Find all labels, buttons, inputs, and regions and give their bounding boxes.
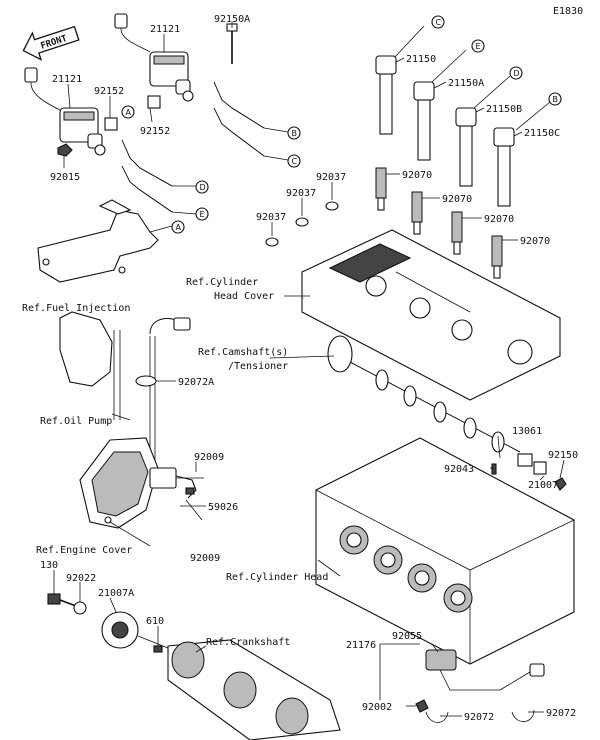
svg-text:C: C [292, 157, 298, 166]
part-number-92072-left: 92072 [464, 712, 494, 723]
oil-pump-assembly [59, 311, 191, 468]
callout-c-cap: C [431, 15, 445, 29]
part-number-92043: 92043 [444, 464, 474, 475]
callout-b-coil: B [287, 126, 301, 140]
ref-crankshaft: Ref.Crankshaft [206, 637, 290, 648]
svg-text:C: C [436, 18, 442, 27]
part-number-21121-upper: 21121 [150, 24, 180, 35]
ref-engine-cover: Ref.Engine Cover [36, 545, 132, 556]
svg-text:E: E [200, 210, 205, 219]
svg-text:A: A [126, 108, 132, 117]
part-number-21150: 21150 [406, 54, 436, 65]
part-number-92070-b: 92070 [442, 194, 472, 205]
callout-e-cap: E [471, 39, 485, 53]
part-number-59026: 59026 [208, 502, 238, 513]
ref-oil-pump: Ref.Oil Pump [40, 416, 112, 427]
part-number-92072a: 92072A [178, 377, 214, 388]
part-number-92009-top: 92009 [194, 452, 224, 463]
part-number-92150: 92150 [548, 450, 578, 461]
bolt-92150a [226, 23, 238, 64]
leader-lines [53, 22, 565, 717]
ignition-coil-upper [114, 13, 194, 102]
part-number-13061: 13061 [512, 426, 542, 437]
part-number-92015: 92015 [50, 172, 80, 183]
part-number-92055: 92055 [392, 631, 422, 642]
ref-camshaft-line1: Ref.Camshaft(s) [198, 347, 288, 358]
svg-text:B: B [553, 95, 559, 104]
collar-92152-left [104, 117, 118, 131]
part-number-21176: 21176 [346, 640, 376, 651]
part-number-21007a: 21007A [98, 588, 134, 599]
part-number-21150c: 21150C [524, 128, 560, 139]
timing-rotor-21007a [101, 611, 169, 653]
callout-e-coil: E [195, 207, 209, 221]
cylinder-head-cover [301, 229, 561, 401]
part-number-92152-right: 92152 [140, 126, 170, 137]
ignition-coil-lower [24, 67, 106, 156]
part-number-92037-mid: 92037 [286, 188, 316, 199]
ref-cylinder-head-cover-line1: Ref.Cylinder [186, 277, 258, 288]
cylinder-head [315, 437, 575, 665]
callout-a-top: A [121, 105, 135, 119]
svg-text:A: A [176, 223, 182, 232]
part-number-21150b: 21150B [486, 104, 522, 115]
part-number-92070-c: 92070 [484, 214, 514, 225]
ref-cylinder-head-cover-line2: Head Cover [214, 291, 274, 302]
engine-cover [79, 437, 159, 529]
cam-sensor-assembly [415, 649, 545, 723]
timing-rotor-parts [491, 453, 567, 491]
bolt-130 [47, 593, 77, 607]
part-number-610: 610 [146, 616, 164, 627]
callout-b-cap: B [548, 92, 562, 106]
diagram-id: E1830 [553, 6, 583, 17]
fuel-injection-bracket [37, 199, 173, 283]
part-number-92009-bottom: 92009 [190, 553, 220, 564]
ref-camshaft-line2: /Tensioner [228, 361, 288, 372]
svg-text:B: B [292, 129, 298, 138]
svg-text:D: D [514, 69, 520, 78]
part-number-130: 130 [40, 560, 58, 571]
part-number-92002: 92002 [362, 702, 392, 713]
part-number-92152-left: 92152 [94, 86, 124, 97]
svg-text:E: E [476, 42, 481, 51]
callout-d-coil: D [195, 180, 209, 194]
part-number-92022: 92022 [66, 573, 96, 584]
spark-plugs [375, 167, 503, 279]
front-arrow-icon: FRONT [22, 25, 80, 61]
clamps-92037 [265, 201, 339, 247]
coil-leads [121, 81, 289, 215]
crankshaft [167, 639, 341, 740]
ref-cylinder-head: Ref.Cylinder Head [226, 572, 328, 583]
ref-fuel-injection: Ref.Fuel Injection [22, 303, 130, 314]
bolt-92015 [57, 143, 73, 157]
part-number-21150a: 21150A [448, 78, 484, 89]
callout-d-cap: D [509, 66, 523, 80]
part-number-21007: 21007 [528, 480, 558, 491]
collar-92152-right [147, 95, 161, 109]
callout-c-coil: C [287, 154, 301, 168]
callout-a-bracket: A [171, 220, 185, 234]
part-number-92037-bottom: 92037 [256, 212, 286, 223]
spark-plug-caps [375, 25, 551, 207]
part-number-92072-right: 92072 [546, 708, 576, 719]
crankshaft-sensor [149, 467, 204, 521]
part-number-21121-lower: 21121 [52, 74, 82, 85]
part-number-92037-top: 92037 [316, 172, 346, 183]
washer-92022 [73, 601, 87, 615]
part-number-92150a: 92150A [214, 14, 250, 25]
camshaft [327, 335, 521, 453]
part-number-92070-a: 92070 [402, 170, 432, 181]
svg-text:D: D [200, 183, 206, 192]
part-number-92070-d: 92070 [520, 236, 550, 247]
